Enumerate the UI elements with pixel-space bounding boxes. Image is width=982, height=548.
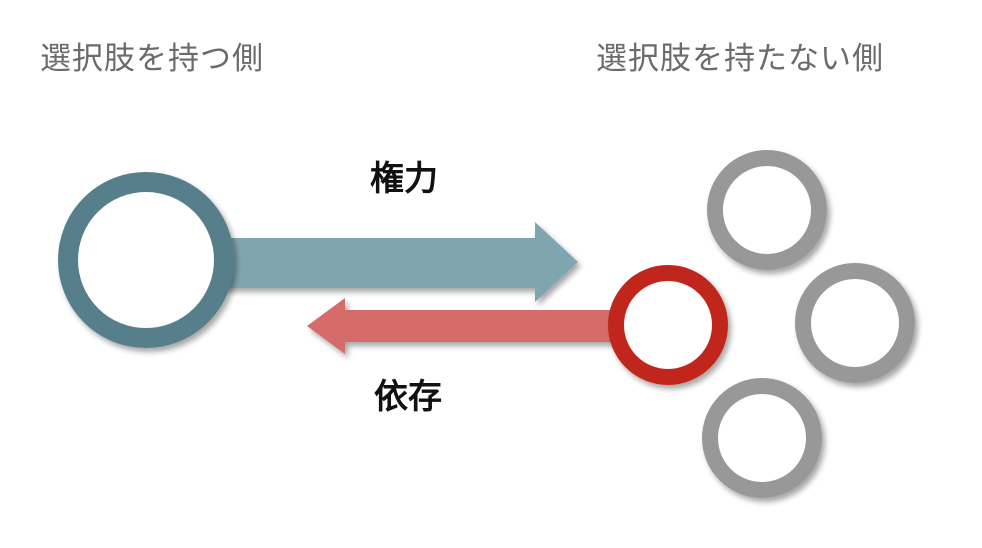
- right-side-label: 選択肢を持たない側: [596, 41, 884, 77]
- left-side-label: 選択肢を持つ側: [40, 41, 264, 77]
- alternative-circle-bottom: [702, 378, 822, 498]
- alternative-circle-right: [795, 263, 915, 383]
- power-arrow: [218, 222, 578, 302]
- choice-holder-circle: [58, 172, 234, 348]
- alternative-circle-top: [707, 150, 827, 270]
- focal-dependent-circle: [608, 265, 728, 385]
- power-label: 権力: [370, 159, 438, 199]
- dependence-arrow: [307, 298, 650, 354]
- dependence-label: 依存: [374, 377, 442, 417]
